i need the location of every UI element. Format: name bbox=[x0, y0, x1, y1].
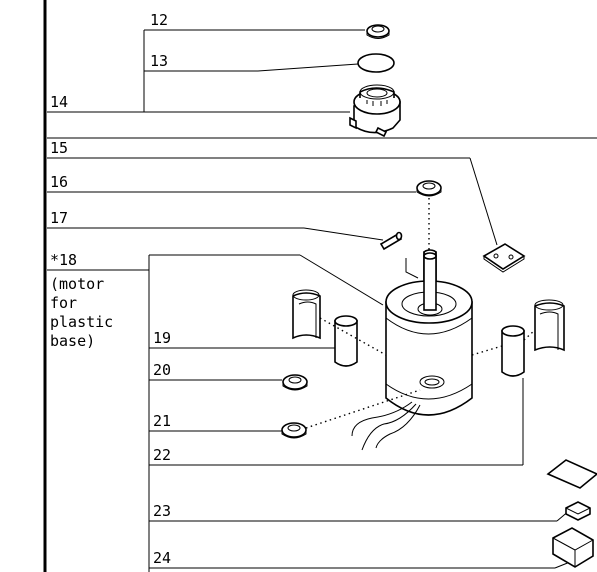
callout-13: 13 bbox=[150, 52, 168, 70]
motor-wires bbox=[351, 401, 421, 451]
part-22-pad bbox=[546, 459, 597, 489]
part-18-motor bbox=[385, 252, 473, 416]
leader-18-b bbox=[299, 254, 384, 306]
right-magnet bbox=[501, 325, 525, 377]
callout-24: 24 bbox=[153, 549, 171, 567]
part-21-grommet bbox=[281, 422, 307, 439]
part-13-o-ring bbox=[357, 53, 395, 73]
part-15-bracket-plate bbox=[482, 243, 526, 273]
callout-18: *18 bbox=[50, 251, 77, 269]
callout-21: 21 bbox=[153, 412, 171, 430]
part-19-magnet bbox=[334, 315, 358, 367]
callout-22: 22 bbox=[153, 446, 171, 464]
callout-20: 20 bbox=[153, 361, 171, 379]
part-24-box bbox=[552, 527, 594, 568]
part-20-grommet bbox=[282, 374, 308, 391]
leader-17-b bbox=[303, 227, 384, 241]
callout-18-note-1: (motor bbox=[50, 275, 104, 293]
callout-16: 16 bbox=[50, 173, 68, 191]
callout-18-note-3: plastic bbox=[50, 313, 113, 331]
callout-12: 12 bbox=[150, 11, 168, 29]
right-magnet-shell bbox=[534, 299, 565, 352]
callout-18-note-4: base) bbox=[50, 332, 95, 350]
callout-15: 15 bbox=[50, 139, 68, 157]
callout-17: 17 bbox=[50, 209, 68, 227]
assembly-line-right-shell bbox=[523, 329, 536, 341]
callout-19: 19 bbox=[153, 329, 171, 347]
part-16-grommet bbox=[416, 180, 442, 197]
part-17-pin bbox=[379, 231, 403, 251]
left-magnet-shell bbox=[292, 289, 321, 340]
pin-guide-17 bbox=[405, 258, 419, 279]
callout-23: 23 bbox=[153, 502, 171, 520]
part-14-bearing-housing bbox=[349, 84, 401, 138]
part-12-grommet bbox=[366, 24, 390, 39]
callout-18-note-2: for bbox=[50, 294, 77, 312]
assembly-line-right bbox=[471, 345, 503, 356]
leader-15-b bbox=[469, 157, 498, 246]
callout-14: 14 bbox=[50, 93, 68, 111]
assembly-line-21 bbox=[305, 389, 421, 429]
part-23-clip bbox=[565, 501, 591, 521]
leader-13-b bbox=[257, 63, 359, 72]
